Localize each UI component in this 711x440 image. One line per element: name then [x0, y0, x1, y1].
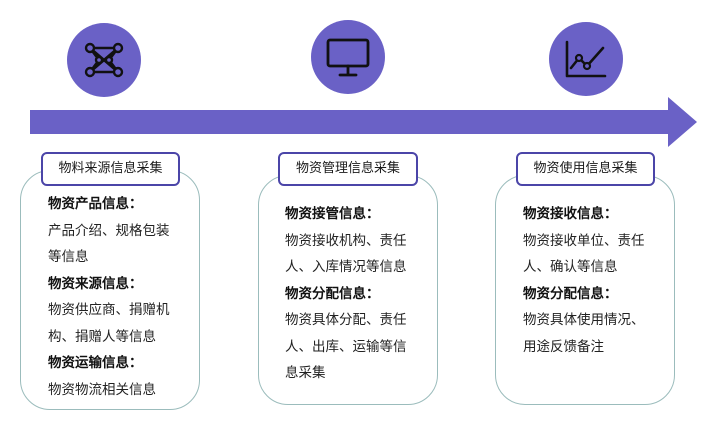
stage-1-icon-circle: [67, 23, 141, 97]
stage-1-card: [20, 170, 200, 410]
section-heading: 物资接管信息：: [285, 206, 380, 222]
detail-line: 人、确认等信息: [523, 259, 618, 275]
stage-1-title: 物料来源信息采集: [41, 152, 180, 186]
line-chart-icon: [565, 40, 607, 78]
network-icon: [84, 42, 124, 78]
detail-line: 物资接收机构、责任: [285, 232, 407, 249]
detail-line: 物资具体分配、责任: [285, 312, 407, 328]
stage-2-card: [258, 175, 438, 405]
detail-line: 构、捐赠人等信息: [48, 328, 156, 345]
detail-line: 用途反馈备注: [523, 338, 604, 355]
section-heading: 物资来源信息：: [48, 275, 143, 292]
stage-3-card: [495, 175, 675, 405]
stage-3-icon-circle: [549, 22, 623, 96]
detail-line: 物资物流相关信息: [48, 381, 156, 398]
detail-line: 等信息: [48, 249, 89, 265]
section-heading: 物资分配信息：: [523, 285, 618, 302]
detail-line: 物资供应商、捐赠机: [48, 302, 170, 318]
stage-3-title: 物资使用信息采集: [516, 152, 655, 186]
section-heading: 物资分配信息：: [285, 285, 380, 302]
detail-line: 人、入库情况等信息: [285, 259, 407, 275]
detail-line: 息采集: [285, 365, 326, 381]
stage-3-body: 物资接收信息： 物资接收单位、责任人、确认等信息物资分配信息： 物资具体使用情况、用…: [523, 201, 645, 360]
detail-line: 物资具体使用情况、: [523, 312, 645, 328]
stage-1-body: 物资产品信息： 产品介绍、规格包装等信息物资来源信息： 物资供应商、捐赠机构、捐赠人…: [48, 191, 170, 403]
stage-2-body: 物资接管信息： 物资接收机构、责任人、入库情况等信息物资分配信息： 物资具体分配、责…: [285, 201, 407, 387]
detail-line: 产品介绍、规格包装: [48, 222, 170, 239]
section-heading: 物资产品信息：: [48, 196, 143, 212]
monitor-icon: [326, 38, 370, 77]
section-heading: 物资接收信息：: [523, 206, 618, 222]
detail-line: 人、出库、运输等信: [285, 338, 407, 355]
stage-2-title: 物资管理信息采集: [278, 152, 418, 186]
detail-line: 物资接收单位、责任: [523, 232, 645, 249]
section-heading: 物资运输信息：: [48, 355, 143, 371]
stage-2-icon-circle: [311, 20, 385, 94]
